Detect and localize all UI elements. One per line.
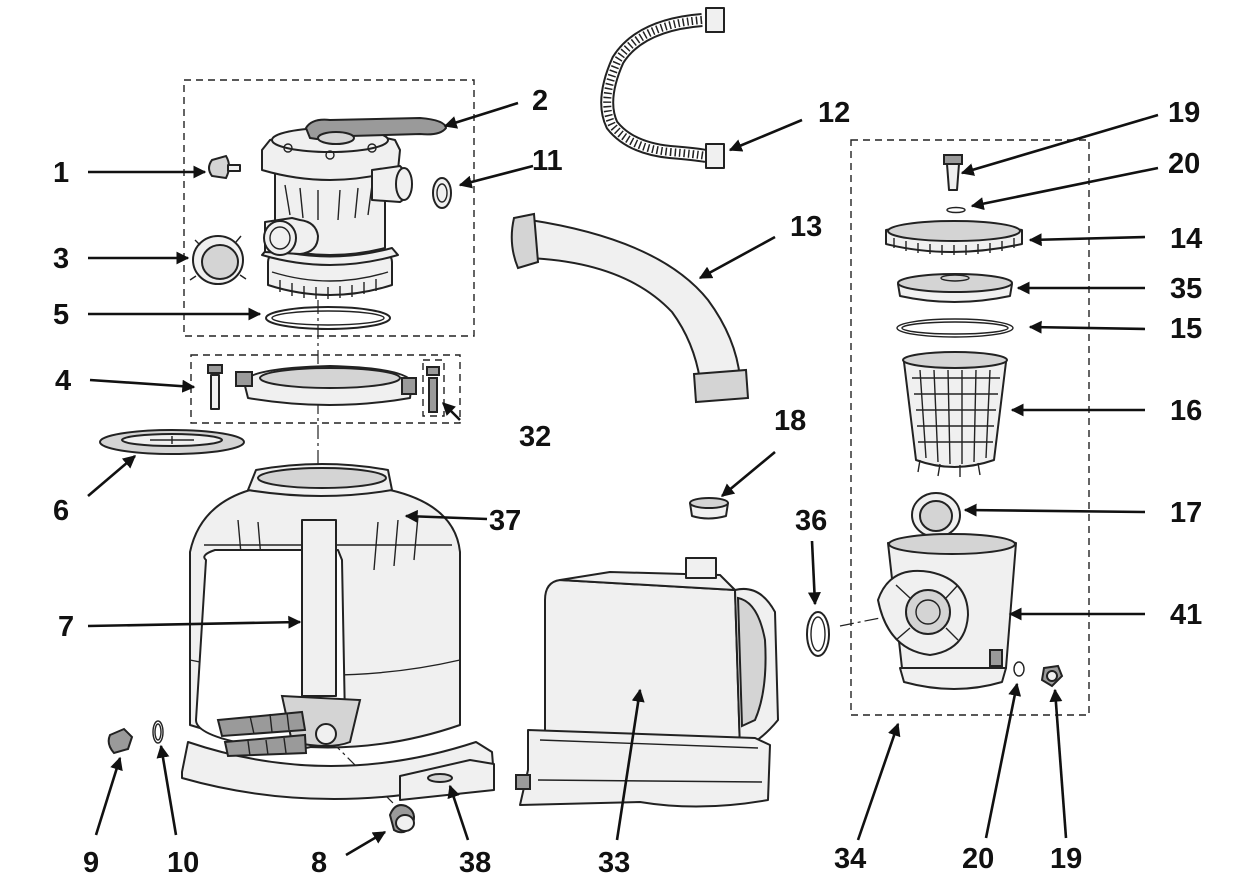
valve-group-box xyxy=(183,79,475,337)
strainer-fitting-part xyxy=(689,497,729,520)
part-label-37: 37 xyxy=(489,505,521,537)
base-part xyxy=(399,759,495,801)
part-label-1: 1 xyxy=(53,157,69,189)
part-label-18: 18 xyxy=(774,405,806,437)
bottom-small-parts xyxy=(107,720,415,834)
pump-o-ring-part xyxy=(806,611,830,657)
filter-tank-part xyxy=(181,463,495,800)
part-label-19: 19 xyxy=(1168,97,1200,129)
part-label-10: 10 xyxy=(167,847,199,879)
pump-housing-parts xyxy=(877,154,1064,690)
part-label-5: 5 xyxy=(53,299,69,331)
part-label-16: 16 xyxy=(1170,395,1202,427)
part-label-14: 14 xyxy=(1170,223,1202,255)
part-label-20: 20 xyxy=(1168,148,1200,180)
part-label-35: 35 xyxy=(1170,273,1202,305)
part-label-15: 15 xyxy=(1170,313,1202,345)
part-label-36: 36 xyxy=(795,505,827,537)
pump-motor-part xyxy=(515,557,779,808)
part-label-41: 41 xyxy=(1170,599,1202,631)
valve-o-ring-part xyxy=(265,306,391,330)
part-label-32: 32 xyxy=(519,421,551,453)
part-label-11: 11 xyxy=(532,145,563,177)
part-label-2: 2 xyxy=(532,85,548,117)
part-label-19-bottom: 19 xyxy=(1050,843,1082,875)
part-label-7: 7 xyxy=(58,611,74,643)
drain-plug-part xyxy=(208,154,241,180)
part-label-20-bottom: 20 xyxy=(962,843,994,875)
part-label-13: 13 xyxy=(790,211,822,243)
valve-gasket-part xyxy=(432,177,452,209)
part-label-33: 33 xyxy=(598,847,630,879)
part-label-9: 9 xyxy=(83,847,99,879)
part-label-17: 17 xyxy=(1170,497,1202,529)
leader-arrows xyxy=(87,101,1159,857)
part-label-8: 8 xyxy=(311,847,327,879)
part-label-38: 38 xyxy=(459,847,491,879)
sight-glass-part xyxy=(189,235,247,285)
part-number-labels: 1 2 3 4 5 6 7 8 9 10 11 12 13 14 15 16 1… xyxy=(53,85,1202,879)
part-label-3: 3 xyxy=(53,243,69,275)
part-label-4: 4 xyxy=(55,365,71,397)
flexible-hose-part xyxy=(600,7,725,169)
hose-elbow-part xyxy=(510,212,750,404)
diffuser-part xyxy=(99,429,245,455)
part-label-12: 12 xyxy=(818,97,850,129)
clamp-part xyxy=(207,364,440,413)
part-label-6: 6 xyxy=(53,495,69,527)
multiport-valve xyxy=(261,116,448,299)
part-label-34: 34 xyxy=(834,843,866,875)
pump-housing-group-box xyxy=(850,139,1090,716)
